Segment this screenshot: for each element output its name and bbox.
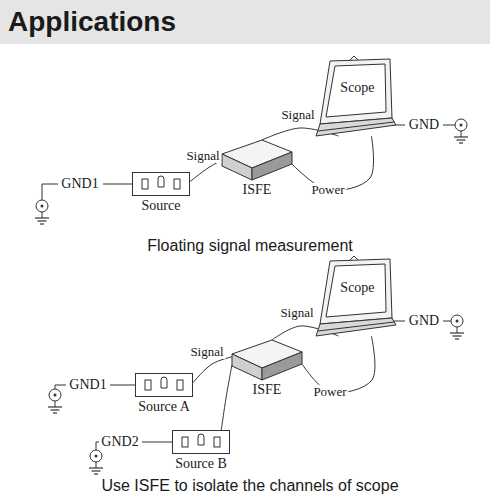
- oscilloscope: Scope: [314, 56, 396, 136]
- cable: [193, 357, 232, 383]
- device-label: ISFE: [253, 382, 282, 398]
- power-outlet: Source B: [172, 430, 230, 454]
- oscilloscope-outline: [314, 56, 396, 136]
- ground-label: GND1: [61, 176, 98, 192]
- ground-symbol: [450, 315, 464, 339]
- figure-caption: Floating signal measurement: [147, 237, 352, 255]
- cable: [190, 160, 222, 182]
- power-outlet-outline: [135, 373, 193, 397]
- power-outlet-outline: [132, 172, 190, 196]
- power-outlet: Source A: [135, 373, 193, 397]
- oscilloscope: Scope: [314, 256, 396, 336]
- ground-label: GND2: [101, 434, 138, 450]
- power-outlet: Source: [132, 172, 190, 196]
- ground-symbol: [89, 450, 103, 474]
- cable-label: Signal: [278, 306, 315, 320]
- ground-symbol: [35, 200, 49, 224]
- ground-label: GND: [409, 117, 439, 133]
- cable: [221, 365, 232, 430]
- figure-caption: Use ISFE to isolate the channels of scop…: [101, 477, 398, 495]
- ground-symbol: [454, 119, 468, 143]
- device-label: Scope: [340, 80, 374, 96]
- title-heading: Applications: [0, 0, 490, 44]
- oscilloscope-outline: [314, 256, 396, 336]
- cable-label: Signal: [188, 345, 225, 359]
- isfe-module: ISFE: [232, 340, 302, 380]
- cable-label: Power: [309, 183, 346, 197]
- ground-label: GND1: [69, 377, 106, 393]
- ground-symbol: [48, 389, 62, 413]
- isfe-module: ISFE: [222, 140, 292, 180]
- cable-label: Signal: [279, 108, 316, 122]
- device-label: Source A: [138, 399, 190, 415]
- device-label: ISFE: [243, 182, 272, 198]
- ground-label: GND: [409, 313, 439, 329]
- device-label: Scope: [340, 280, 374, 296]
- device-label: Source B: [175, 456, 227, 472]
- cable-label: Power: [311, 385, 348, 399]
- isfe-module-outline: [222, 140, 292, 180]
- isfe-module-outline: [232, 340, 302, 380]
- power-outlet-outline: [172, 430, 230, 454]
- cable-label: Signal: [184, 149, 221, 163]
- device-label: Source: [142, 198, 181, 214]
